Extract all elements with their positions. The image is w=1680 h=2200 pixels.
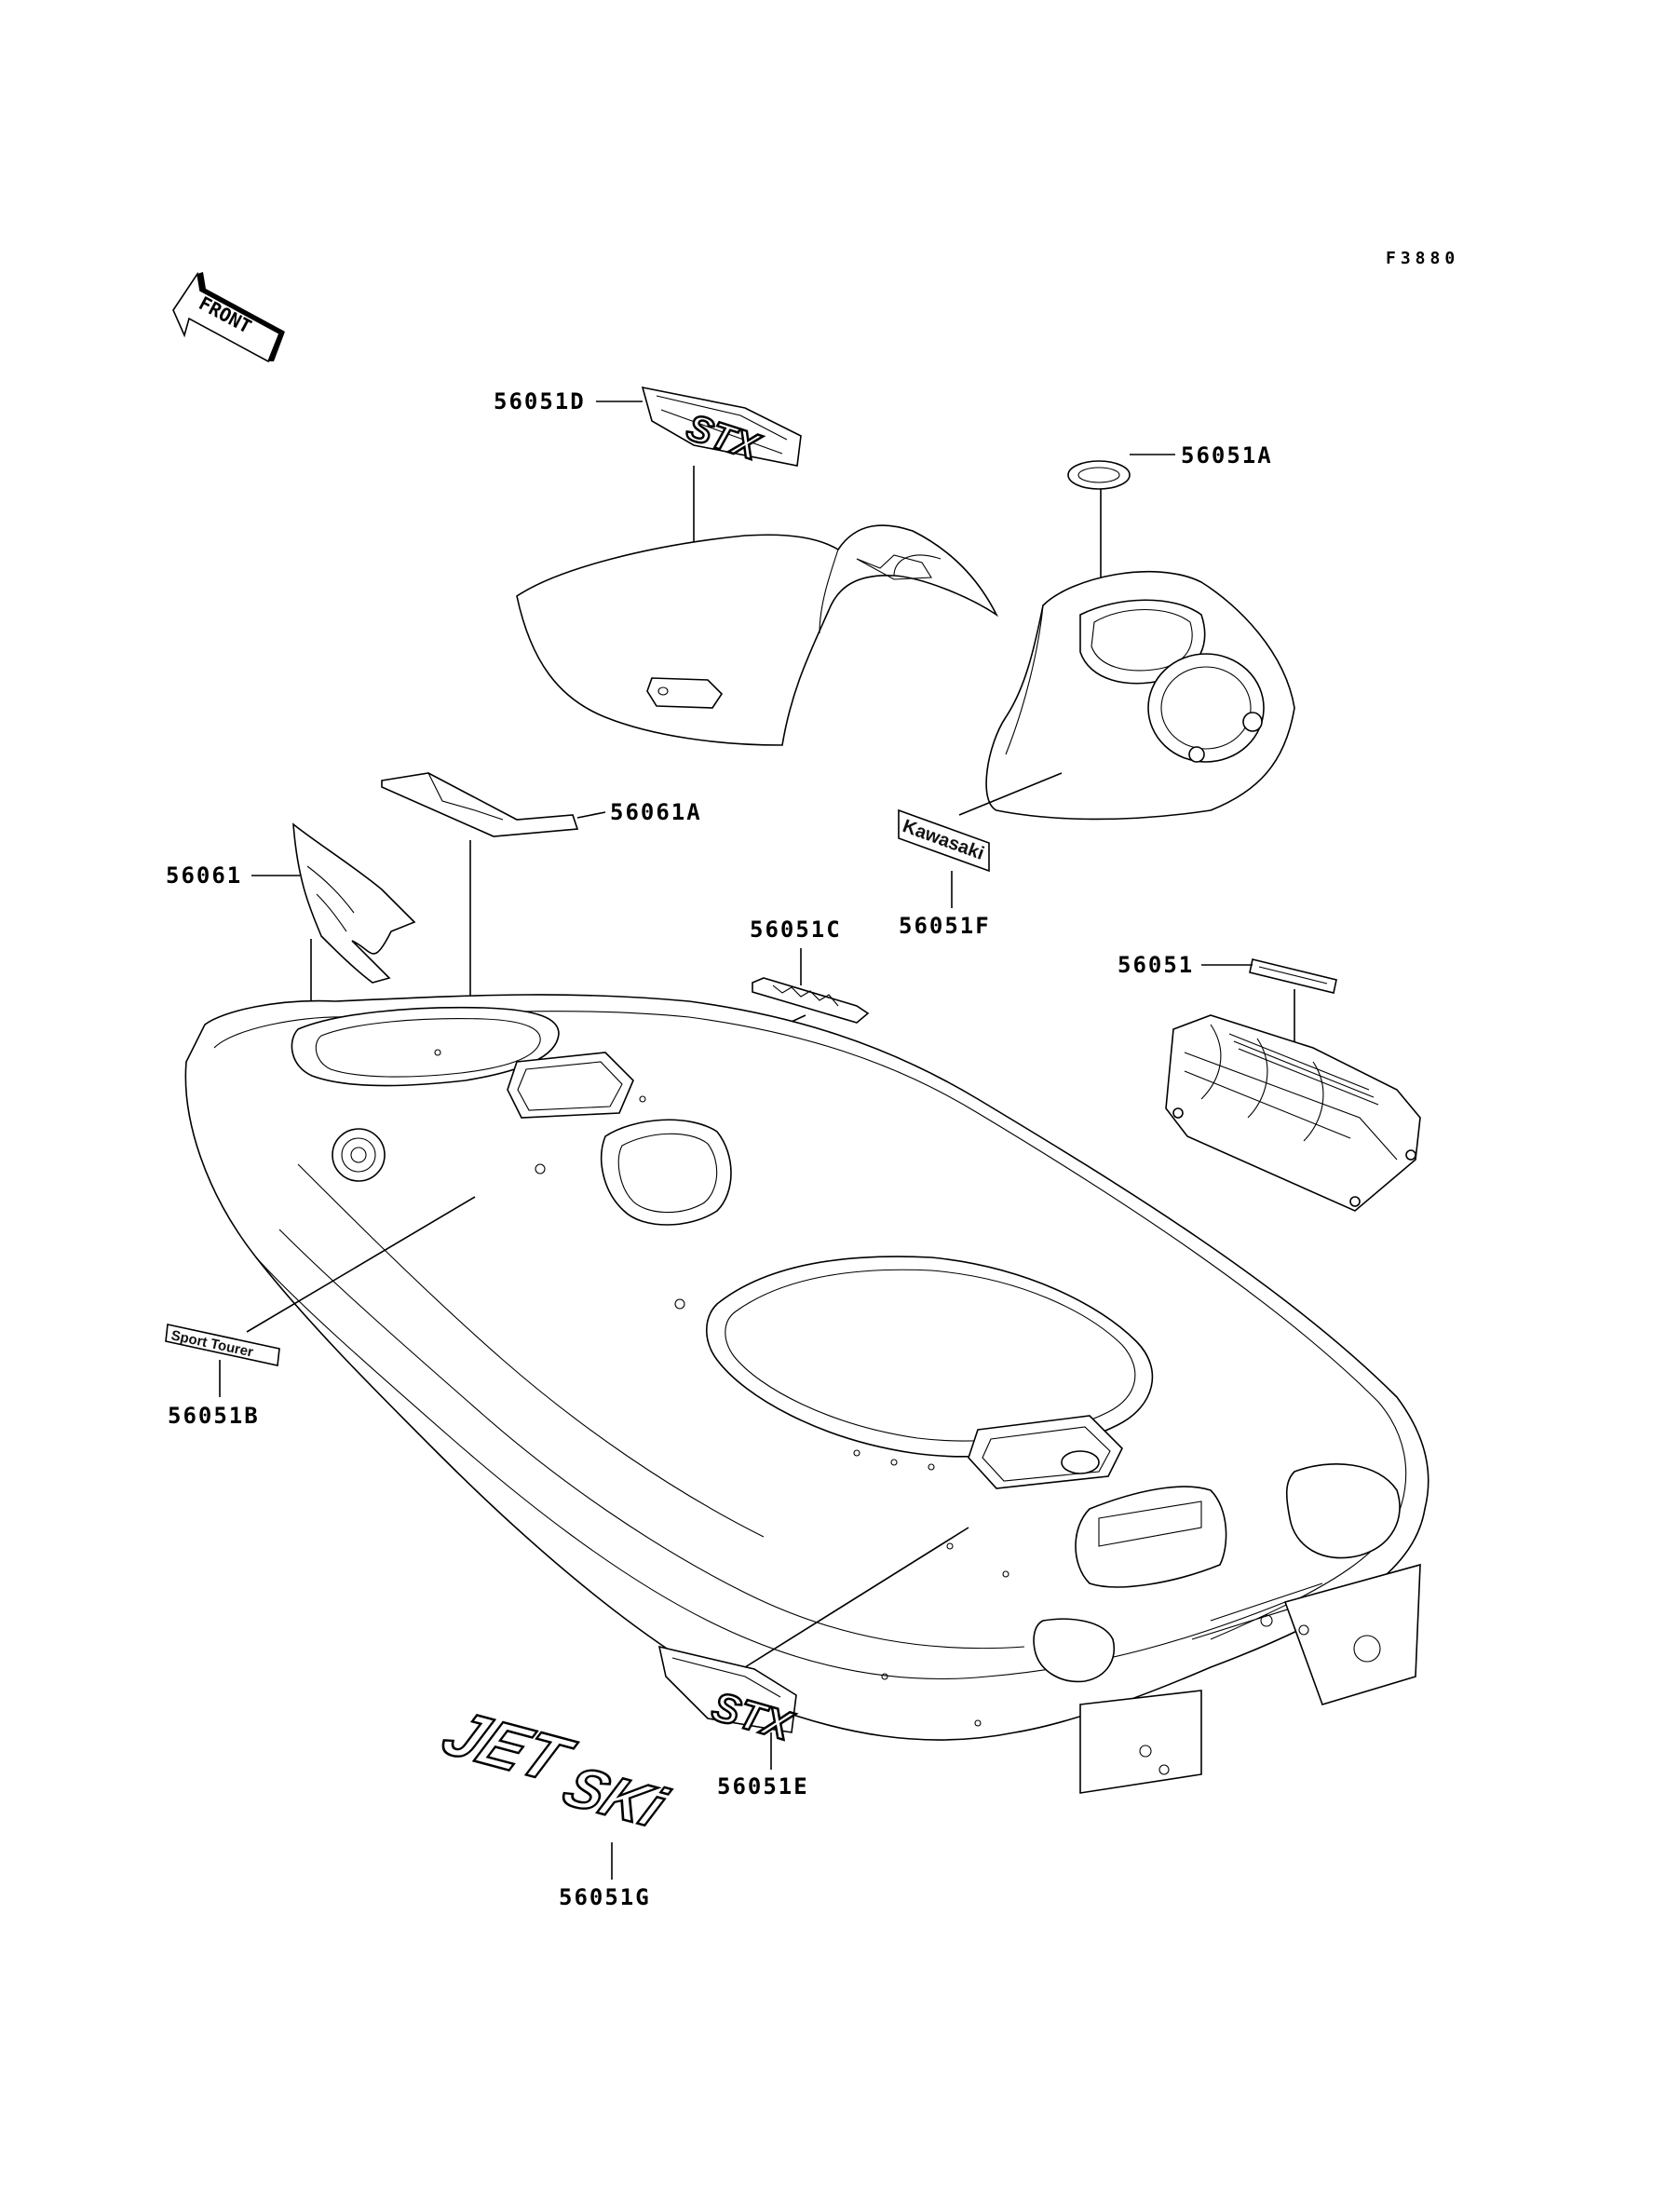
label-56061a: 56061A — [610, 799, 702, 825]
label-56051g: 56051G — [559, 1884, 651, 1910]
label-56051b: 56051B — [168, 1403, 260, 1429]
label-56051: 56051 — [1118, 952, 1194, 978]
decal-56051f: Kawasaki — [898, 808, 990, 873]
decal-56061a — [381, 772, 579, 837]
decal-56051 — [1249, 958, 1337, 994]
seat-part — [516, 524, 999, 746]
leader-56051e-up — [744, 1527, 969, 1668]
label-56051a: 56051A — [1181, 442, 1273, 469]
leader-56051f-up — [958, 772, 1063, 816]
decal-ski: SKi — [553, 1756, 677, 1840]
label-56051f: 56051F — [899, 913, 991, 939]
label-56051e: 56051E — [717, 1773, 809, 1799]
decal-56051g: JET SKi — [430, 1696, 678, 1840]
console-part — [985, 570, 1295, 821]
front-arrow-icon: FRONT — [172, 271, 285, 363]
decal-56051b: Sport Tourer — [165, 1324, 280, 1366]
decal-sport-tourer: Sport Tourer — [169, 1327, 254, 1360]
label-56051c: 56051C — [750, 917, 842, 943]
decal-56051c — [752, 977, 870, 1024]
hull-body — [184, 994, 1429, 1794]
decal-56051a — [1067, 460, 1131, 490]
leader-56061a — [576, 811, 606, 819]
figure-reference-code: F3880 — [1386, 249, 1459, 268]
label-56051d: 56051D — [494, 388, 586, 414]
decal-56051d: STX — [641, 386, 802, 470]
decal-jet: JET — [431, 1697, 586, 1796]
engine-cover-part — [1165, 1014, 1421, 1212]
label-56061: 56061 — [166, 862, 242, 889]
leader-56051b-up — [246, 1196, 476, 1333]
decal-56061 — [292, 822, 416, 984]
